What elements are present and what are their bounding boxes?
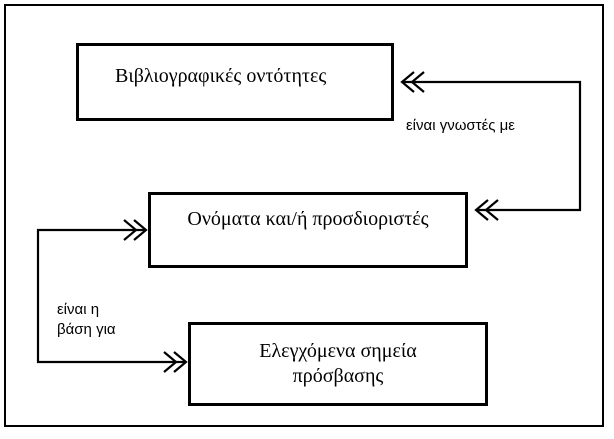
edge-label-known-by: είναι γνωστές με bbox=[406, 117, 515, 134]
edge-label-basis-for: είναι η βάση για bbox=[57, 300, 116, 339]
node-label: Βιβλιογραφικές οντότητες bbox=[115, 65, 327, 87]
edge-label-line1: είναι η bbox=[57, 301, 100, 318]
node-label: Ονόματα και/ή προσδιοριστές bbox=[187, 208, 429, 230]
arrowhead-n1-inner bbox=[410, 71, 425, 93]
node-label-line2: πρόσβασης bbox=[292, 365, 384, 387]
arrowhead-n2-right-inner bbox=[484, 199, 499, 221]
node-label-line1: Ελεγχόμενα σημεία bbox=[259, 340, 417, 362]
arrowhead-n1-outer bbox=[400, 71, 415, 93]
connector-n2-n3 bbox=[36, 228, 186, 364]
diagram-frame bbox=[4, 4, 604, 427]
arrowhead-n3-outer bbox=[173, 351, 188, 373]
arrowhead-n2-left-outer bbox=[133, 219, 148, 241]
arrowhead-n3-inner bbox=[163, 351, 178, 373]
connector-n1-n2 bbox=[402, 80, 582, 212]
arrowhead-n2-left-inner bbox=[123, 219, 138, 241]
edge-label-line2: βάση για bbox=[57, 320, 116, 338]
node-bibliographic-entities: Βιβλιογραφικές οντότητες bbox=[76, 43, 394, 121]
node-names-identifiers: Ονόματα και/ή προσδιοριστές bbox=[148, 192, 468, 268]
node-controlled-access-points: Ελεγχόμενα σημεία πρόσβασης bbox=[188, 322, 488, 406]
arrowhead-n2-right-outer bbox=[474, 199, 489, 221]
